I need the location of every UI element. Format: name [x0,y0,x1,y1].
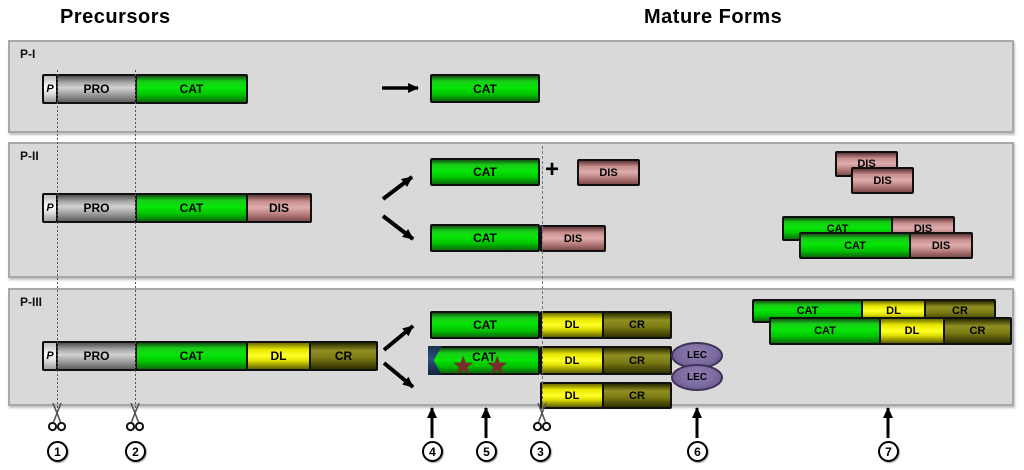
marker-2: 2 [125,441,146,462]
domain-box-cat-mature: CAT [430,311,540,339]
plus-sign: + [545,156,560,183]
domain-box-dl-mature: DL [540,382,604,409]
domain-box-dl-mature: DL [540,346,604,375]
processed-n-terminus-notch [428,346,442,375]
panel-p3-label: P-III [20,295,43,309]
domain-box-cat-dimer: CAT [799,232,911,259]
glycosylation-star-icon: ★ [452,352,475,380]
domain-box-cat-mature: CAT [430,224,540,252]
domain-box-dis: DIS [246,193,312,223]
marker-6: 6 [687,441,708,462]
marker-5: 5 [476,441,497,462]
domain-box-pro: PRO [56,193,137,223]
marker-3: 3 [530,441,551,462]
marker-7: 7 [878,441,899,462]
domain-box-cr-mature: CR [602,311,672,339]
domain-box-cr: CR [309,341,378,371]
domain-box-pro: PRO [56,341,137,371]
domain-box-cat: CAT [135,193,248,223]
domain-box-cat-modified: CAT [428,346,540,375]
domain-box-dis-dimer: DIS [909,232,973,259]
domain-box-dis-mature: DIS [577,159,640,186]
scissors-icon [532,403,552,432]
marker-1: 1 [47,441,68,462]
domain-box-cat-mature: CAT [430,158,540,186]
domain-box-cat-mature: CAT [430,74,540,103]
domain-box-cr-mature: CR [602,346,672,375]
domain-box-dis-dimer: DIS [851,167,914,194]
domain-box-cr-dimer: CR [943,317,1012,345]
domain-box-pro: PRO [56,74,137,104]
domain-box-cat: CAT [135,74,248,104]
panel-p2-label: P-II [20,149,39,163]
scissors-icon [125,403,145,432]
domain-box-cat-dimer: CAT [769,317,881,345]
precursors-title: Precursors [60,6,171,28]
domain-box-dl: DL [246,341,311,371]
domain-label: CAT [472,349,496,364]
mature-forms-title: Mature Forms [644,6,783,28]
domain-box-dl-mature: DL [540,311,604,339]
domain-box-dl-dimer: DL [879,317,945,345]
lec-oval: LEC [671,364,723,391]
domain-box-dis-mature: DIS [540,225,606,252]
marker-4: 4 [422,441,443,462]
glycosylation-star-icon: ★ [486,352,509,380]
panel-p1-label: P-I [20,47,36,61]
domain-box-cr-mature: CR [602,382,672,409]
scissors-icon [47,403,67,432]
domain-box-cat: CAT [135,341,248,371]
